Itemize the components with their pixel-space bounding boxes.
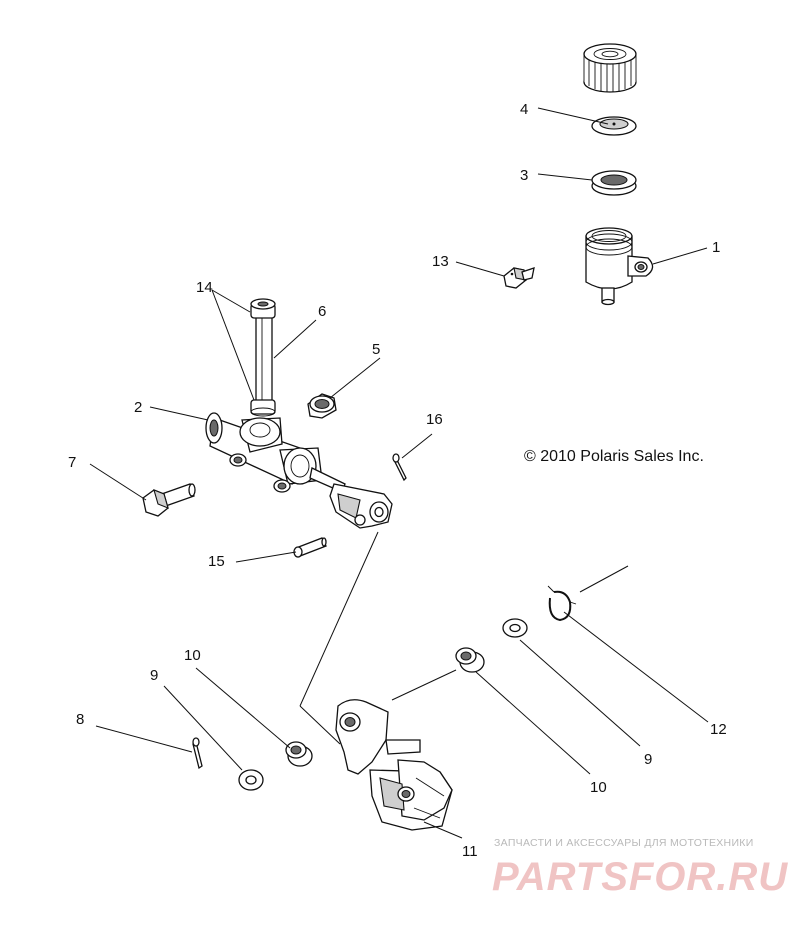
callout-11: 11 <box>462 843 478 860</box>
watermark-logo: PARTSFOR.RU <box>492 855 788 899</box>
callout-1: 1 <box>712 239 720 256</box>
callout-10-left: 10 <box>184 647 201 664</box>
callout-9-left: 9 <box>150 667 158 684</box>
washer-part <box>502 618 528 638</box>
callout-14: 14 <box>196 279 213 296</box>
bushing-left-part <box>285 741 313 767</box>
watermark-tagline: ЗАПЧАСТИ И АКСЕССУАРЫ ДЛЯ МОТОТЕХНИКИ <box>494 837 754 849</box>
reservoir-part <box>585 227 654 306</box>
callout-13: 13 <box>432 253 449 270</box>
cotter-pin-part <box>392 453 407 482</box>
callout-8: 8 <box>76 711 84 728</box>
callout-6: 6 <box>318 303 326 320</box>
callout-2: 2 <box>134 399 142 416</box>
reservoir-cap-part <box>583 43 637 93</box>
callout-labels: 1 2 3 4 5 6 7 8 9 9 10 10 11 12 13 14 15… <box>68 101 727 860</box>
clevis-pin-part <box>293 537 327 558</box>
master-cylinder-part <box>205 412 393 529</box>
callout-5: 5 <box>372 341 380 358</box>
leader-lines <box>89 107 709 839</box>
callout-15: 15 <box>208 553 225 570</box>
callout-3: 3 <box>520 167 528 184</box>
brake-pedal-part <box>335 699 453 831</box>
spring-clip-part <box>547 585 577 622</box>
hose-part <box>250 298 276 417</box>
callout-4: 4 <box>520 101 528 118</box>
callout-10-right: 10 <box>590 779 607 796</box>
callout-12: 12 <box>710 721 727 738</box>
diaphragm-part <box>591 170 637 196</box>
bolt-part <box>142 483 196 517</box>
callout-7: 7 <box>68 454 76 471</box>
diaphragm-plate-part <box>591 116 637 136</box>
grommet-part <box>307 393 337 419</box>
bushing-part <box>455 647 485 673</box>
callout-16: 16 <box>426 411 443 428</box>
copyright-notice: © 2010 Polaris Sales Inc. <box>524 448 704 465</box>
screw-part <box>503 267 535 289</box>
cotter-pin-left-part <box>192 737 203 770</box>
watermark: ЗАПЧАСТИ И АКСЕССУАРЫ ДЛЯ МОТОТЕХНИКИ PA… <box>492 837 788 899</box>
callout-9-right: 9 <box>644 751 652 768</box>
washer-left-part <box>238 769 264 791</box>
